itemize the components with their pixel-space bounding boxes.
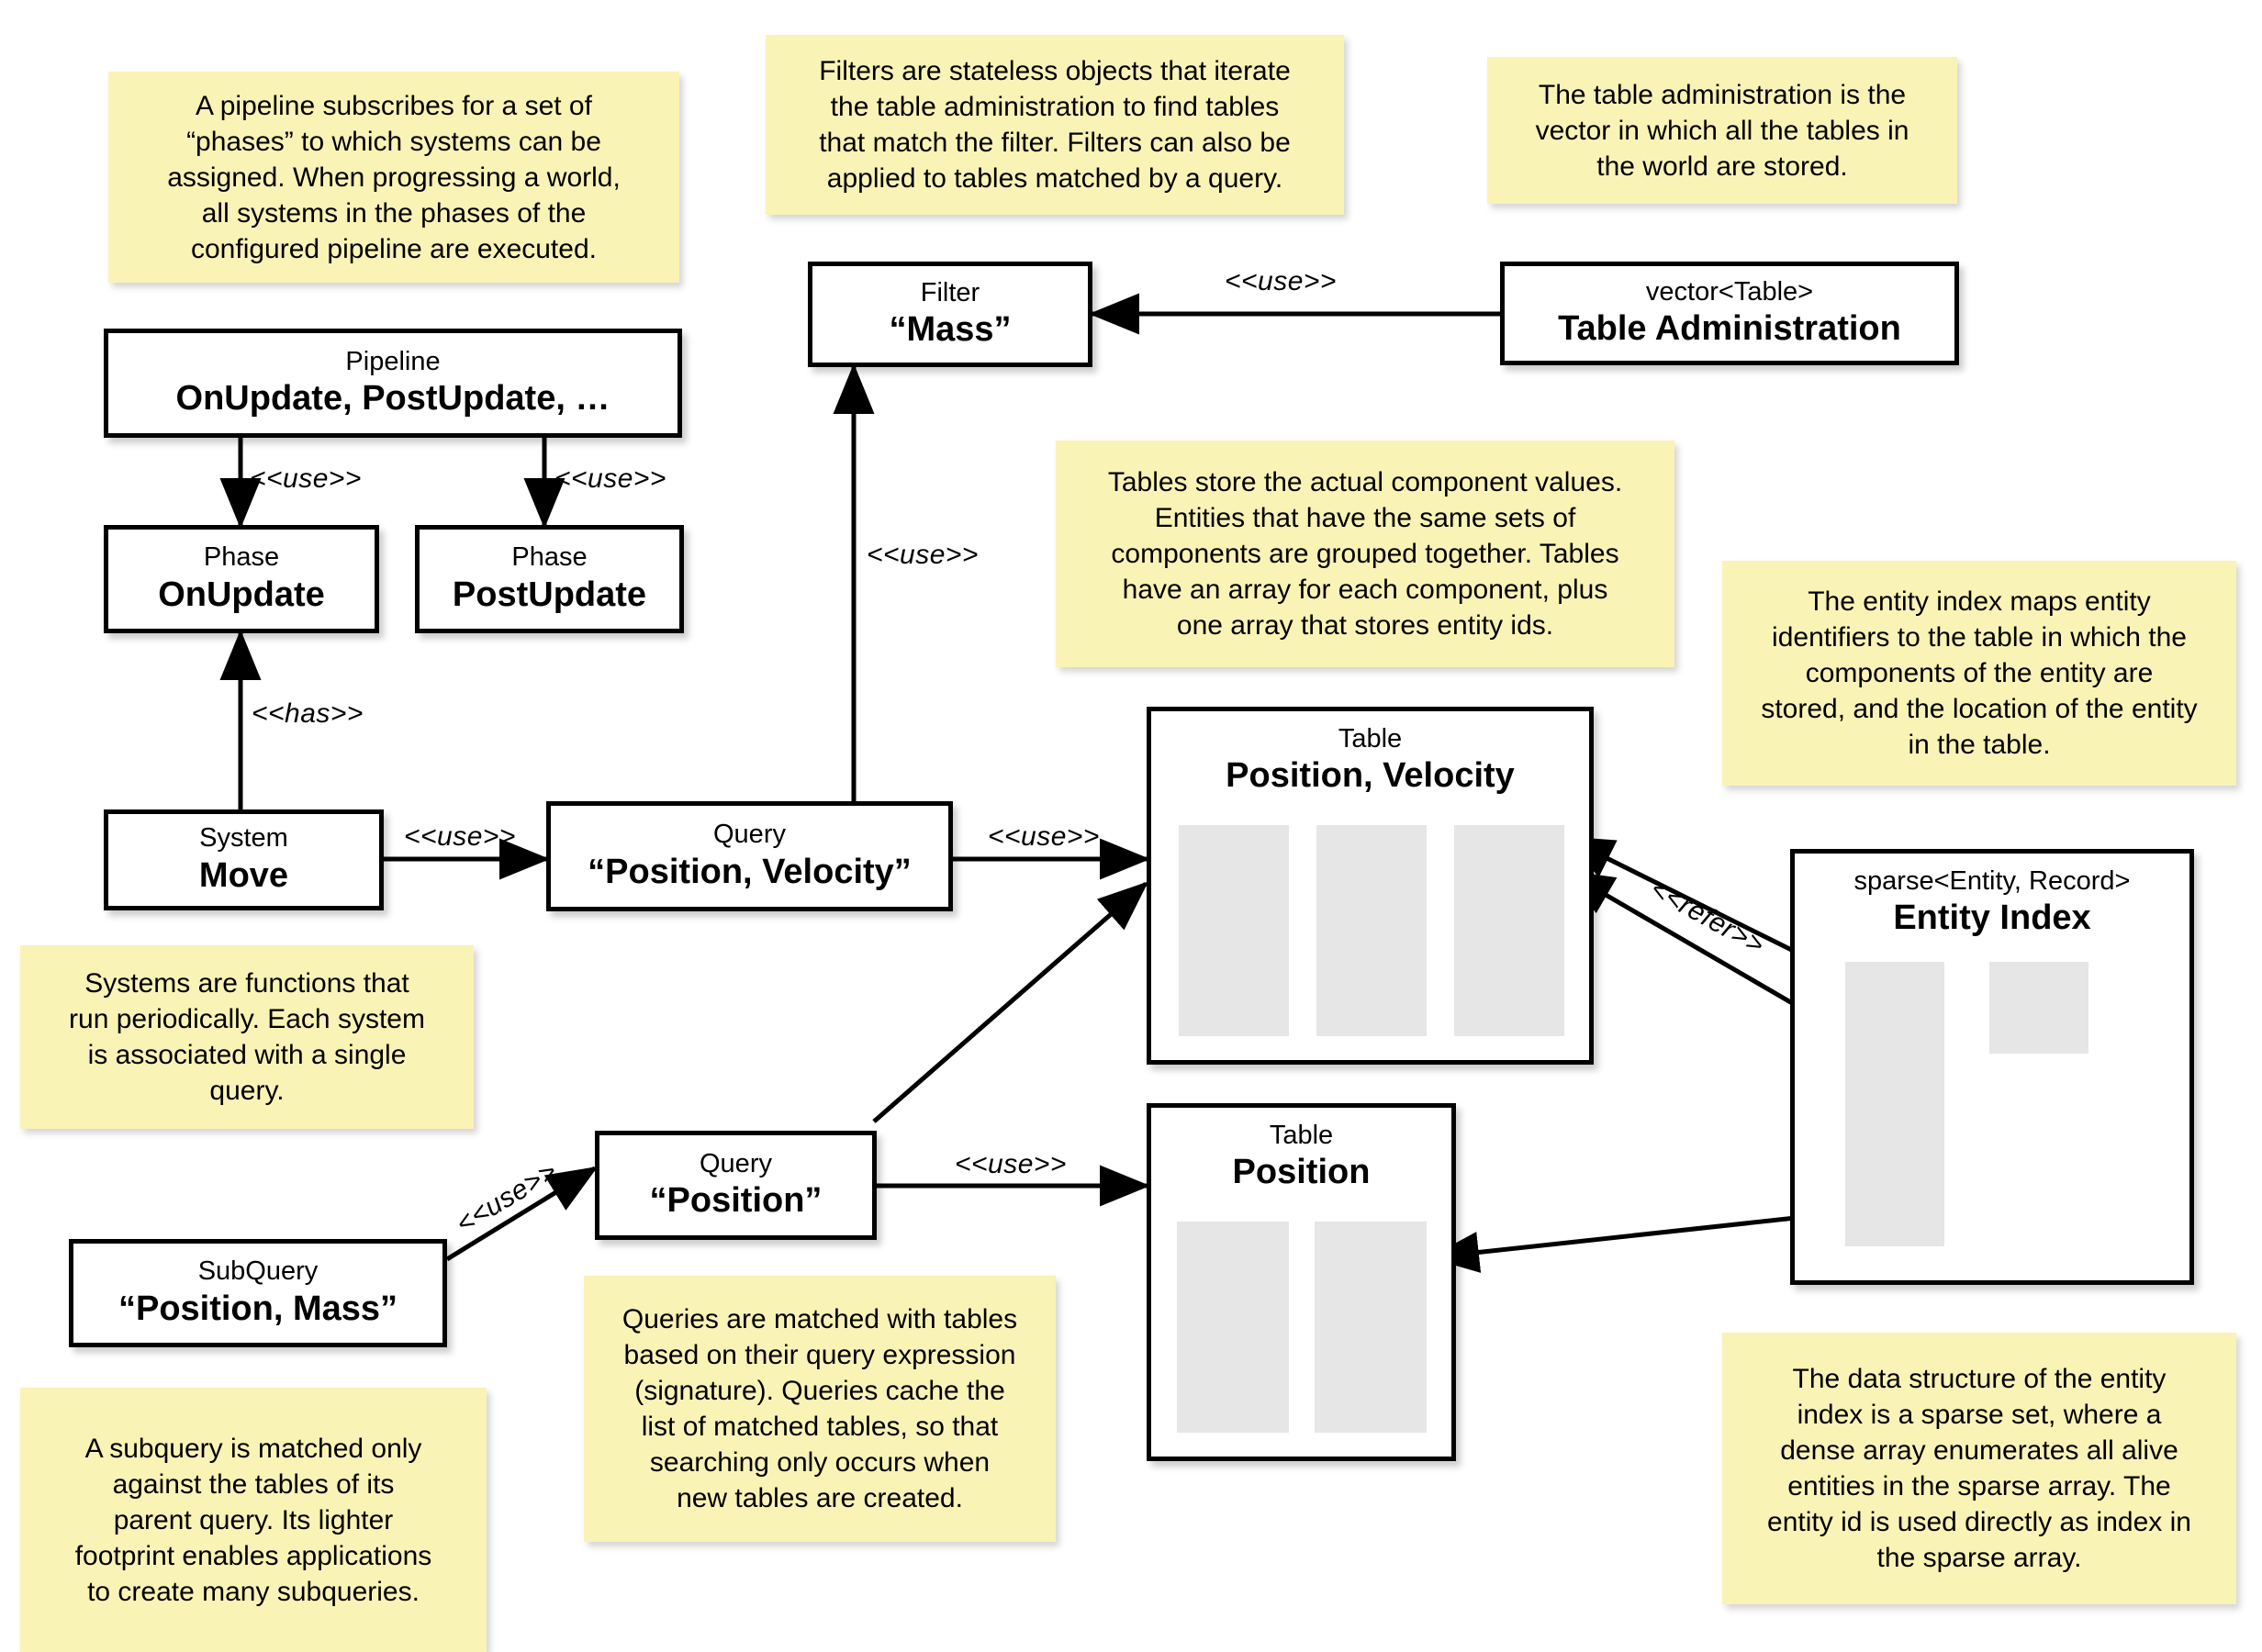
table-array-column bbox=[1179, 825, 1289, 1036]
box-query-position-velocity-name: “Position, Velocity” bbox=[588, 852, 912, 891]
edge-label-query-pos-to-table-pos: <<use>> bbox=[955, 1149, 1067, 1179]
edge-label-query-to-filter: <<use>> bbox=[867, 540, 979, 570]
box-table-administration[interactable]: vector<Table> Table Administration bbox=[1500, 262, 1959, 365]
box-table-position-name: Position bbox=[1232, 1153, 1371, 1192]
edge-label-admin-to-filter: <<use>> bbox=[1225, 266, 1337, 296]
box-pipeline-name: OnUpdate, PostUpdate, … bbox=[175, 379, 610, 419]
edge-label-system-has-phase: <<has>> bbox=[252, 698, 364, 729]
table-array-column bbox=[1454, 825, 1564, 1036]
table-position-velocity-arrays bbox=[1179, 825, 1564, 1036]
box-subquery-position-mass[interactable]: SubQuery “Position, Mass” bbox=[69, 1239, 447, 1347]
box-system-move[interactable]: System Move bbox=[104, 809, 384, 910]
box-system-move-stereotype: System bbox=[199, 823, 288, 854]
box-phase-onupdate-stereotype: Phase bbox=[203, 542, 280, 573]
note-entity-index: The entity index maps entity identifiers… bbox=[1722, 561, 2236, 786]
box-filter-mass-stereotype: Filter bbox=[920, 277, 980, 307]
box-query-position-velocity[interactable]: Query “Position, Velocity” bbox=[546, 801, 953, 911]
box-query-position[interactable]: Query “Position” bbox=[595, 1131, 877, 1240]
note-filters: Filters are stateless objects that itera… bbox=[766, 35, 1344, 215]
table-position-arrays bbox=[1177, 1222, 1427, 1433]
box-pipeline-stereotype: Pipeline bbox=[345, 346, 441, 376]
note-tables: Tables store the actual component values… bbox=[1056, 441, 1674, 667]
entity-index-sparse-array bbox=[1845, 962, 1944, 1246]
note-queries: Queries are matched with tables based on… bbox=[584, 1276, 1056, 1542]
box-table-position-velocity-name: Position, Velocity bbox=[1226, 756, 1515, 796]
box-filter-mass-name: “Mass” bbox=[889, 310, 1012, 350]
box-table-position-velocity[interactable]: Table Position, Velocity bbox=[1147, 707, 1594, 1065]
box-entity-index-stereotype: sparse<Entity, Record> bbox=[1853, 866, 2131, 896]
box-entity-index-name: Entity Index bbox=[1893, 899, 2091, 938]
box-entity-index[interactable]: sparse<Entity, Record> Entity Index bbox=[1790, 849, 2194, 1285]
edge-label-index-refer: <<refer>> bbox=[1645, 874, 1770, 962]
table-array-column bbox=[1177, 1222, 1289, 1433]
note-systems: Systems are functions that run periodica… bbox=[20, 945, 474, 1129]
table-array-column bbox=[1316, 825, 1427, 1036]
edge-query-pos-to-table-posvel bbox=[872, 881, 1149, 1123]
note-pipeline: A pipeline subscribes for a set of “phas… bbox=[108, 72, 679, 283]
box-subquery-position-mass-stereotype: SubQuery bbox=[197, 1256, 319, 1287]
table-array-column bbox=[1315, 1222, 1427, 1433]
box-pipeline[interactable]: Pipeline OnUpdate, PostUpdate, … bbox=[104, 329, 682, 438]
box-phase-postupdate-name: PostUpdate bbox=[452, 575, 647, 614]
edge-label-pipeline-to-onupdate: <<use>> bbox=[250, 463, 362, 494]
box-phase-postupdate-stereotype: Phase bbox=[511, 542, 588, 573]
edge-label-subquery-to-query: <<use>> bbox=[451, 1155, 563, 1240]
box-filter-mass[interactable]: Filter “Mass” bbox=[808, 262, 1092, 367]
box-query-position-name: “Position” bbox=[649, 1181, 823, 1221]
edge-label-query-to-table-posvel: <<use>> bbox=[988, 821, 1100, 852]
edge-index-to-table-pos bbox=[1428, 1211, 1839, 1273]
box-table-administration-stereotype: vector<Table> bbox=[1645, 276, 1814, 307]
box-table-administration-name: Table Administration bbox=[1558, 309, 1901, 349]
edge-label-system-to-query: <<use>> bbox=[404, 821, 516, 852]
box-query-position-stereotype: Query bbox=[700, 1148, 772, 1178]
note-subquery: A subquery is matched only against the t… bbox=[20, 1388, 487, 1652]
note-table-admin: The table administration is the vector i… bbox=[1487, 57, 1957, 204]
box-phase-onupdate[interactable]: Phase OnUpdate bbox=[104, 525, 379, 633]
box-table-position[interactable]: Table Position bbox=[1147, 1103, 1456, 1461]
box-system-move-name: Move bbox=[198, 855, 289, 895]
box-table-position-velocity-stereotype: Table bbox=[1338, 724, 1403, 753]
note-entity-index-structure: The data structure of the entity index i… bbox=[1722, 1333, 2236, 1604]
edge-label-pipeline-to-postupdate: <<use>> bbox=[554, 463, 666, 494]
entity-index-dense-array bbox=[1989, 962, 2088, 1054]
box-table-position-stereotype: Table bbox=[1269, 1121, 1334, 1150]
box-query-position-velocity-stereotype: Query bbox=[713, 820, 786, 850]
box-subquery-position-mass-name: “Position, Mass” bbox=[118, 1289, 398, 1328]
box-phase-postupdate[interactable]: Phase PostUpdate bbox=[415, 525, 684, 633]
box-phase-onupdate-name: OnUpdate bbox=[158, 575, 325, 614]
